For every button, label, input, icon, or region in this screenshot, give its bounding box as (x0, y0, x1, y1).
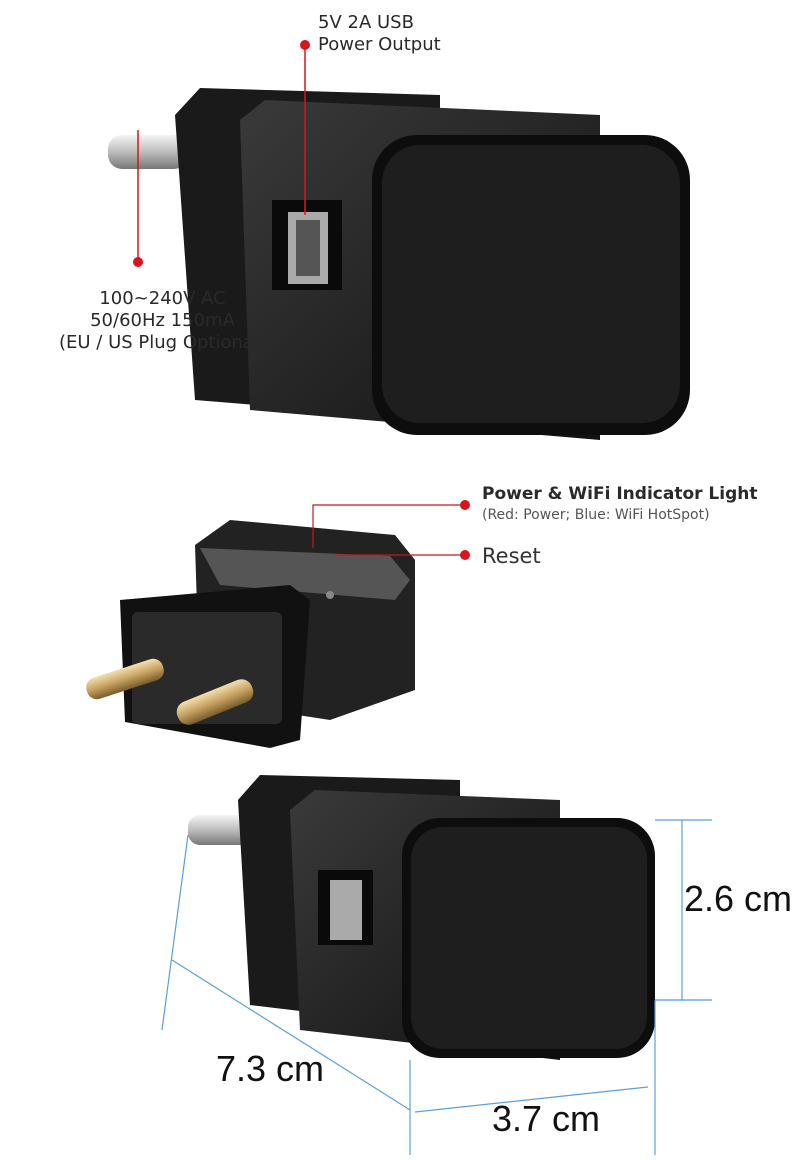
reset-callout (335, 550, 470, 560)
input-label-line: 50/60Hz 150mA (90, 310, 235, 331)
charger-dimension-view (188, 775, 655, 1060)
reset-label: Reset (482, 544, 541, 568)
input-spec-label: 100~240V AC 50/60Hz 150mA (EU / US Plug … (40, 288, 285, 354)
usb-label-line: 5V 2A USB (318, 12, 414, 33)
indicator-title: Power & WiFi Indicator Light (482, 484, 758, 504)
length-dimension: 7.3 cm (216, 1048, 325, 1089)
input-label-line: 100~240V AC (99, 288, 226, 309)
indicator-subtitle: (Red: Power; Blue: WiFi HotSpot) (482, 507, 710, 523)
charger-top-view (108, 88, 690, 440)
height-dimension: 2.6 cm (684, 878, 793, 919)
plug-pin (86, 658, 164, 700)
input-label-line: (EU / US Plug Optional) (59, 332, 266, 353)
plug-pin (176, 679, 254, 725)
usb-label-line: Power Output (318, 34, 441, 55)
input-callout (133, 130, 143, 267)
plug-pin (108, 135, 188, 169)
indicator-callout (312, 500, 470, 548)
width-dimension: 3.7 cm (492, 1098, 601, 1139)
usb-output-label: 5V 2A USB Power Output (318, 12, 441, 56)
indicator-label: Power & WiFi Indicator Light (Red: Power… (482, 483, 758, 525)
usb-port (330, 880, 362, 940)
usb-callout (300, 40, 310, 215)
dimension-lines (161, 819, 712, 1155)
charger-side-view (86, 520, 415, 748)
